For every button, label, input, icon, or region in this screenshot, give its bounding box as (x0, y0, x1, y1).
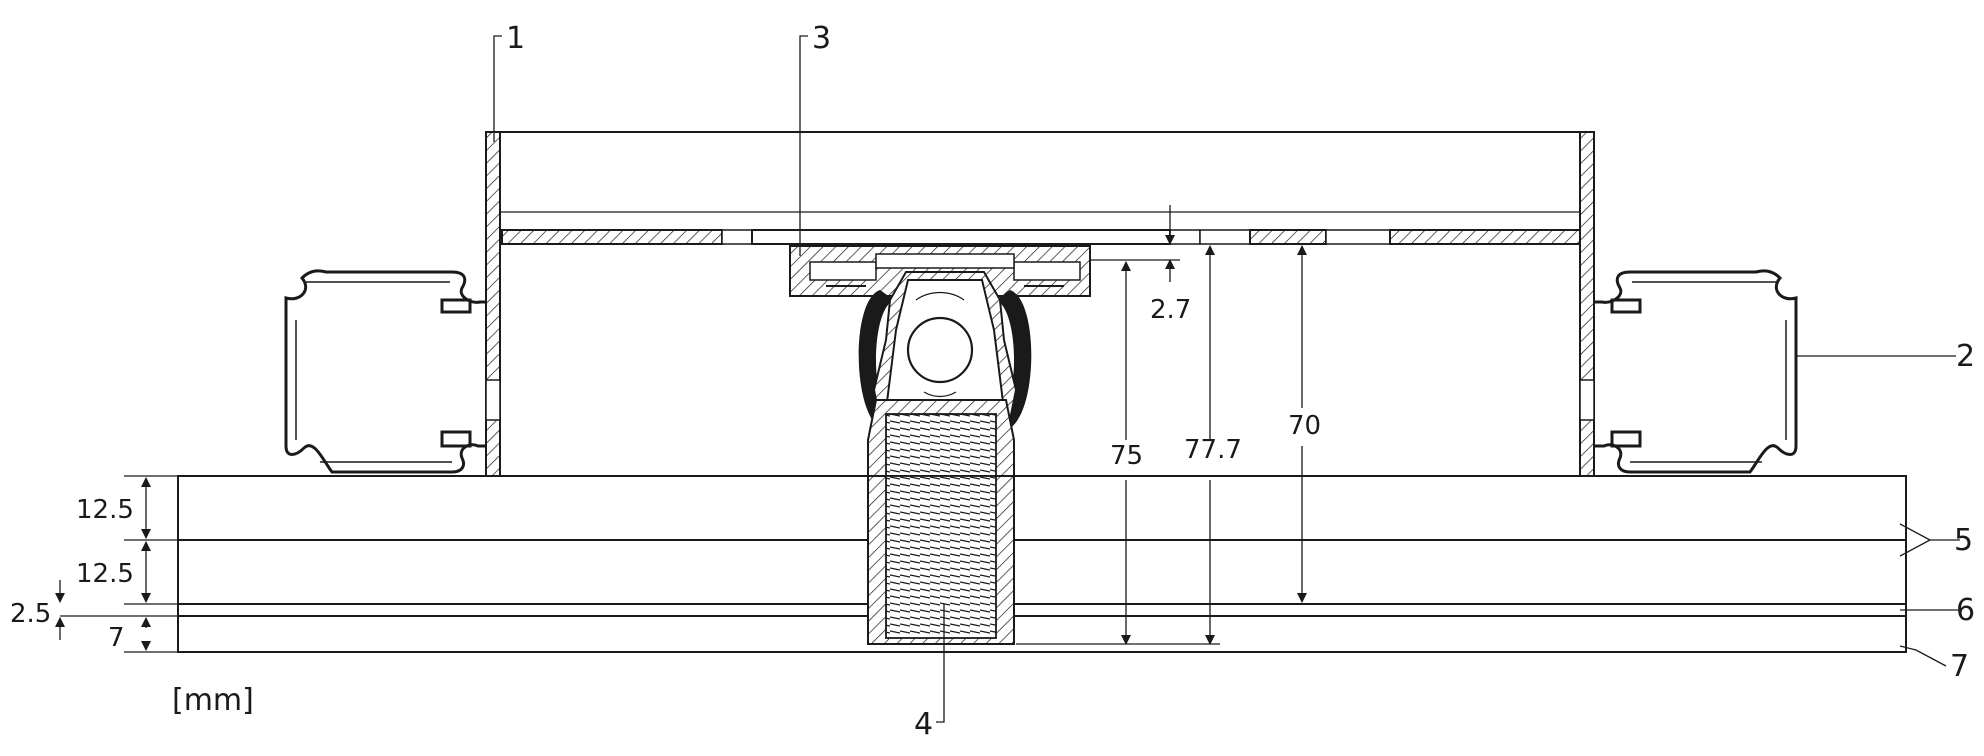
dim-label-2-7: 2.7 (1150, 295, 1191, 325)
dim-label-7: 7 (108, 623, 125, 653)
base-plate (501, 229, 1581, 245)
callout-5: 5 (1954, 523, 1973, 558)
callout-1: 1 (506, 21, 525, 56)
dim-label-2-5: 2.5 (10, 599, 51, 629)
callout-2: 2 (1956, 339, 1975, 374)
dimension-2-7: 2.7 (1090, 205, 1191, 325)
dimension-77-7: 77.7 (1184, 245, 1242, 645)
callout-3: 3 (812, 21, 831, 56)
ball-joint (872, 271, 1018, 421)
left-rail-profile (284, 269, 486, 474)
callout-leaders (493, 35, 1960, 723)
callout-6: 6 (1956, 593, 1975, 628)
dim-label-75: 75 (1110, 441, 1143, 471)
dimension-75: 75 (1016, 261, 1220, 645)
dimension-70: 70 (1288, 245, 1321, 603)
callout-4: 4 (914, 707, 933, 742)
layer-dimensions-left: 12.5 12.5 2.5 7 (10, 475, 178, 653)
unit-label: [mm] (172, 683, 254, 718)
floor-layers (177, 475, 1907, 653)
callout-7: 7 (1950, 649, 1969, 684)
dim-label-70: 70 (1288, 411, 1321, 441)
right-rail-profile (1594, 269, 1798, 474)
dim-label-12-5-mid: 12.5 (76, 559, 134, 589)
dim-label-77-7: 77.7 (1184, 435, 1242, 465)
box-housing (485, 131, 1595, 477)
dim-label-12-5-top: 12.5 (76, 495, 134, 525)
